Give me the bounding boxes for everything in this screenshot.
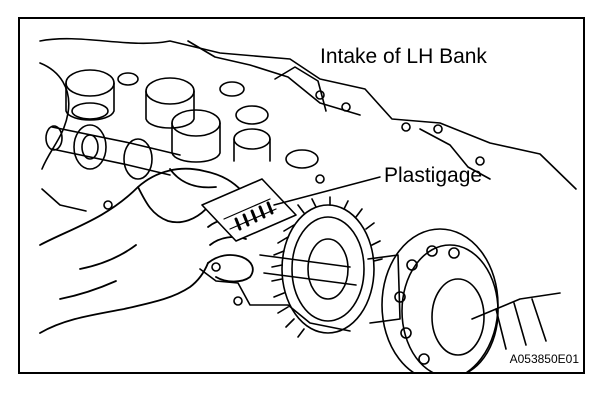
engine-illustration: [39, 37, 577, 372]
engine-block-outline: [39, 37, 577, 332]
valve-lifters: [65, 69, 319, 169]
camshaft: [45, 124, 357, 286]
label-plastigage: Plastigage: [384, 164, 483, 187]
figure-code: A053850E01: [509, 352, 579, 366]
camshaft-flange: [367, 228, 561, 372]
leader-lines: [273, 176, 381, 206]
plastigage-strip: [201, 178, 297, 242]
hand: [39, 167, 254, 334]
camshaft-gear: [271, 196, 383, 338]
label-intake-lh-bank: Intake of LH Bank: [320, 45, 487, 68]
illustration-frame: Intake of LH Bank Plastigage A053850E01: [18, 17, 585, 374]
